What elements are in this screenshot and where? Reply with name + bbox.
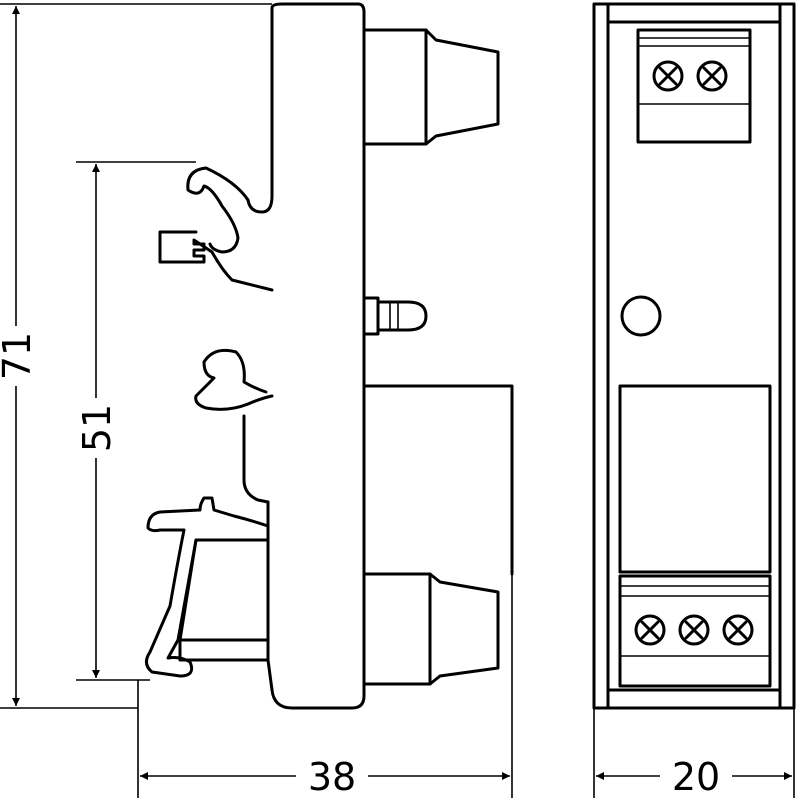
din-clamp-inner (178, 538, 270, 642)
dim-71-label: 71 (0, 332, 39, 380)
lower-terminal (362, 572, 500, 686)
clip-upper-hook (186, 166, 250, 254)
screw-icon (634, 614, 666, 646)
din-clamp (145, 496, 270, 678)
led-indicator (362, 296, 428, 336)
front-led-icon (620, 295, 662, 337)
din-clamp-base (178, 638, 274, 692)
screw-icon (678, 614, 710, 646)
side-view (145, 2, 514, 710)
dim-38-label: 38 (308, 755, 356, 799)
front-upper-terminal (636, 28, 752, 144)
dim-20-label: 20 (672, 755, 720, 799)
dim-51-label: 51 (75, 404, 119, 452)
housing-left-edge (246, 6, 274, 214)
clip-spring (158, 230, 274, 292)
front-outline (592, 2, 796, 710)
screw-icon (652, 60, 684, 92)
dimension-lines (0, 3, 795, 798)
clip-lower-hook (194, 348, 274, 411)
front-lower-terminal (618, 574, 772, 688)
relay-body (362, 384, 514, 576)
front-view (592, 2, 796, 710)
housing-body (270, 2, 366, 710)
upper-terminal (362, 28, 500, 146)
clip-stem (242, 414, 270, 504)
screw-icon (696, 60, 728, 92)
screw-icon (722, 614, 754, 646)
front-label-area (618, 384, 772, 574)
